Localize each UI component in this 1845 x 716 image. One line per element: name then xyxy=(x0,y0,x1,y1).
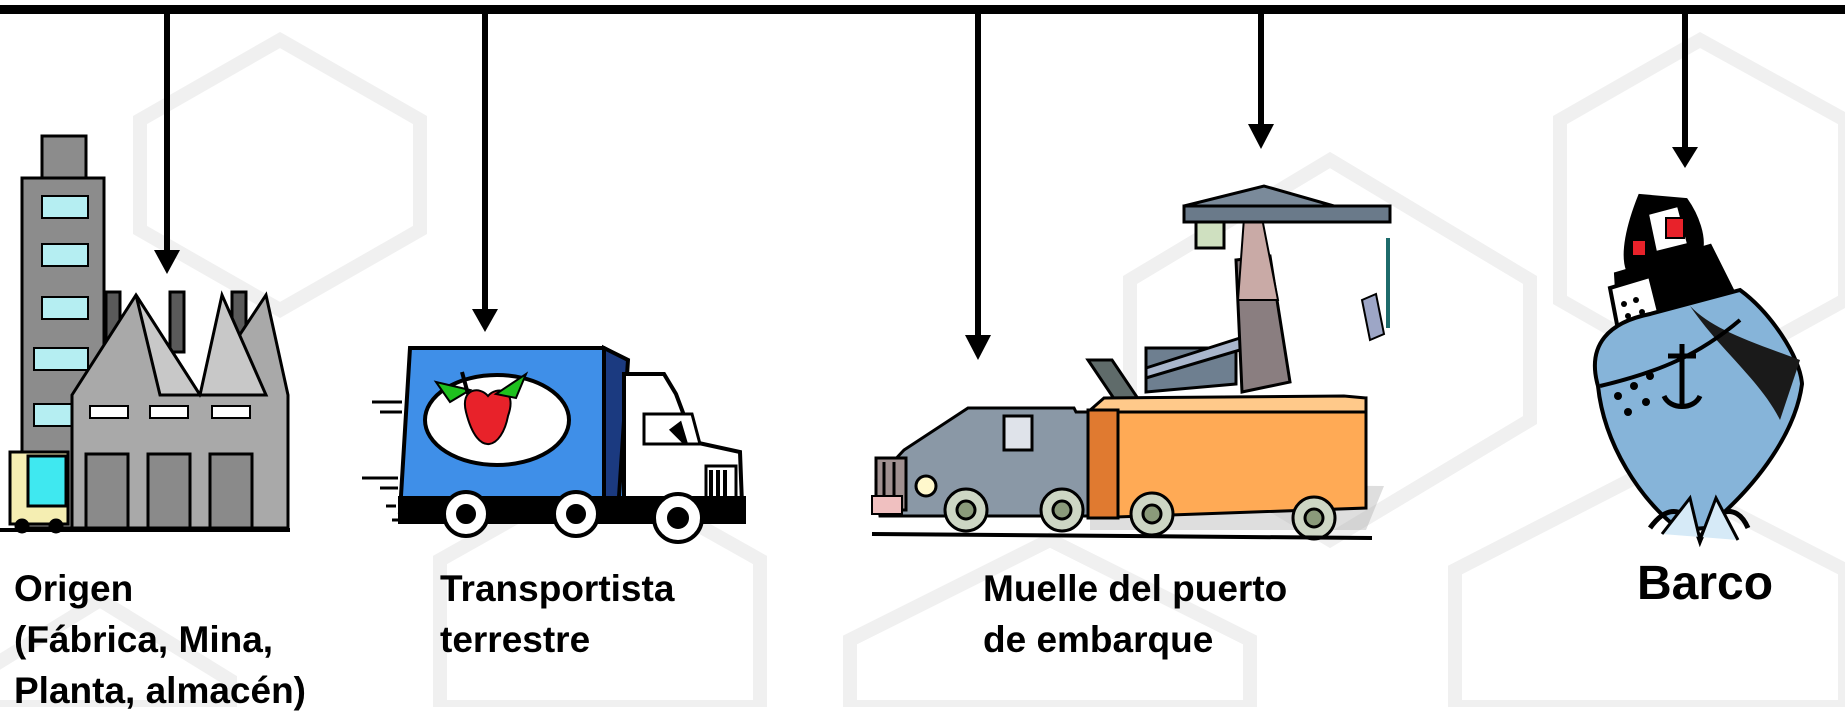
stage-label-barco: Barco xyxy=(1637,557,1774,610)
timeline-arrows xyxy=(154,14,1698,360)
stage-label-origen: Origen (Fábrica, Mina, Planta, almacén) xyxy=(14,568,307,711)
arrow-barco xyxy=(1672,14,1698,168)
delivery-truck-icon xyxy=(362,344,746,544)
arrow-muelle-2 xyxy=(1248,14,1274,149)
watermark-pattern xyxy=(0,31,1845,707)
cargo-ship-icon xyxy=(1592,193,1805,548)
timeline-bar xyxy=(0,5,1845,14)
arrow-origen xyxy=(154,14,180,274)
factory-icon xyxy=(0,134,290,534)
stage-label-muelle: Muelle del puerto de embarque xyxy=(983,568,1288,660)
arrow-transportista xyxy=(472,14,498,332)
stage-label-transportista: Transportista terrestre xyxy=(440,568,675,660)
arrow-muelle-1 xyxy=(965,14,991,360)
port-crane-truck-icon xyxy=(871,184,1392,541)
